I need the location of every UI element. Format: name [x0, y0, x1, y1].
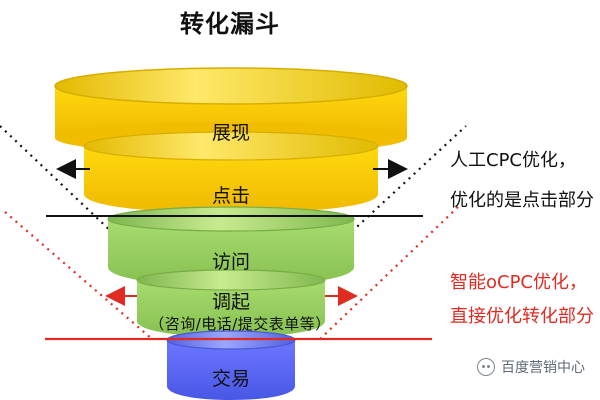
left-black-dotted-guide	[0, 125, 117, 237]
watermark-text: 百度营销中心	[501, 360, 585, 376]
stage-label-click: 点击	[211, 185, 250, 207]
stage-shape-visit	[107, 206, 355, 286]
stage-shape-click	[83, 131, 379, 213]
stage-label-transaction: 交易	[211, 368, 250, 390]
manual-cpc-line-2: 优化的是点击部分	[450, 189, 594, 211]
stage-label-exposure: 展现	[211, 122, 250, 144]
smart-ocpc-line-1: 智能oCPC优化，	[450, 272, 588, 293]
left-red-dotted-guide	[4, 211, 153, 340]
funnel-shapes	[54, 67, 408, 400]
wechat-icon	[477, 358, 495, 376]
watermark: 百度营销中心	[477, 357, 585, 377]
stage-shape-engagement	[136, 269, 326, 337]
stage-label-visit: 访问	[211, 251, 250, 273]
manual-cpc-annotation: 人工CPC优化， 优化的是点击部分	[450, 150, 594, 211]
diagram-title: 转化漏斗	[180, 10, 280, 38]
stage-sublabel-engagement: （咨询/电话/提交表单等）	[149, 315, 331, 333]
arrows	[56, 159, 408, 306]
threshold-lines	[45, 215, 432, 341]
smart-ocpc-line-2: 直接优化转化部分	[450, 305, 594, 327]
guide-lines	[0, 125, 467, 340]
stage-label-engagement: 调起	[211, 291, 250, 313]
smart-ocpc-annotation: 智能oCPC优化， 直接优化转化部分	[450, 272, 594, 327]
manual-cpc-line-1: 人工CPC优化，	[450, 150, 576, 171]
